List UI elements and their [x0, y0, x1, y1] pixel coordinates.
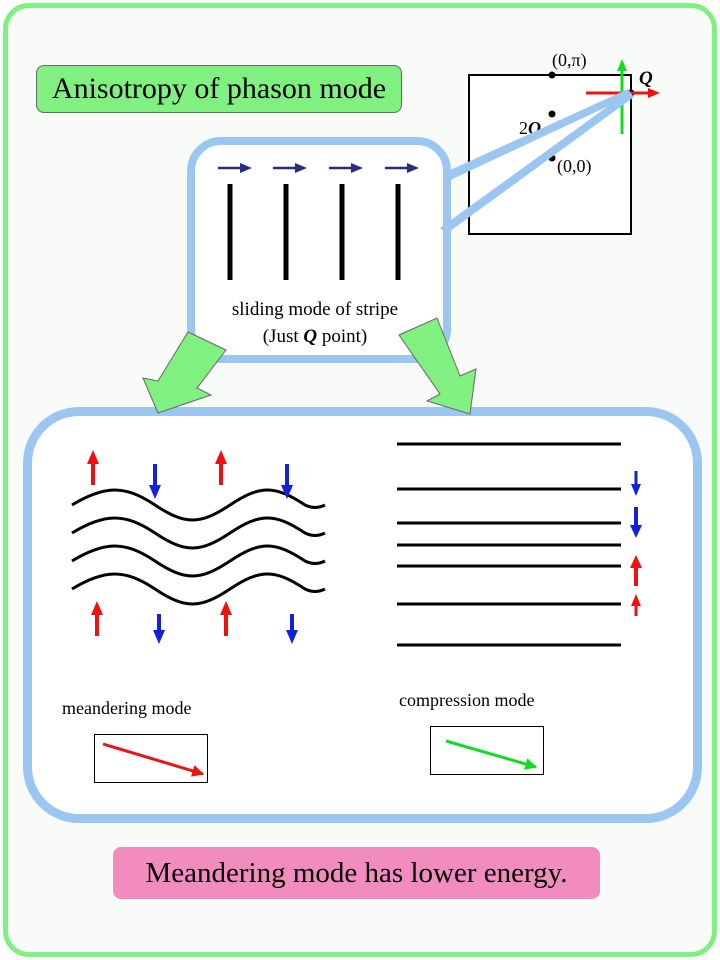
- meandering-mode-label: meandering mode: [62, 698, 192, 718]
- caption-pre: (Just: [262, 326, 304, 347]
- caption-line-1: sliding mode of stripe: [231, 299, 399, 320]
- meandering-direction-box: [94, 734, 208, 783]
- stripe-caption: sliding mode of stripe (Just Q point): [200, 296, 430, 350]
- conclusion-box: Meandering mode has lower energy.: [113, 847, 600, 899]
- caption-post: point): [317, 326, 368, 347]
- compression-mode-label: compression mode: [399, 690, 535, 710]
- compression-direction-box: [430, 726, 544, 775]
- diagram-title: Anisotropy of phason mode: [36, 65, 402, 113]
- caption-line-2: (Just Q point): [200, 323, 430, 350]
- caption-q: Q: [303, 326, 318, 347]
- modes-panel: [23, 407, 702, 823]
